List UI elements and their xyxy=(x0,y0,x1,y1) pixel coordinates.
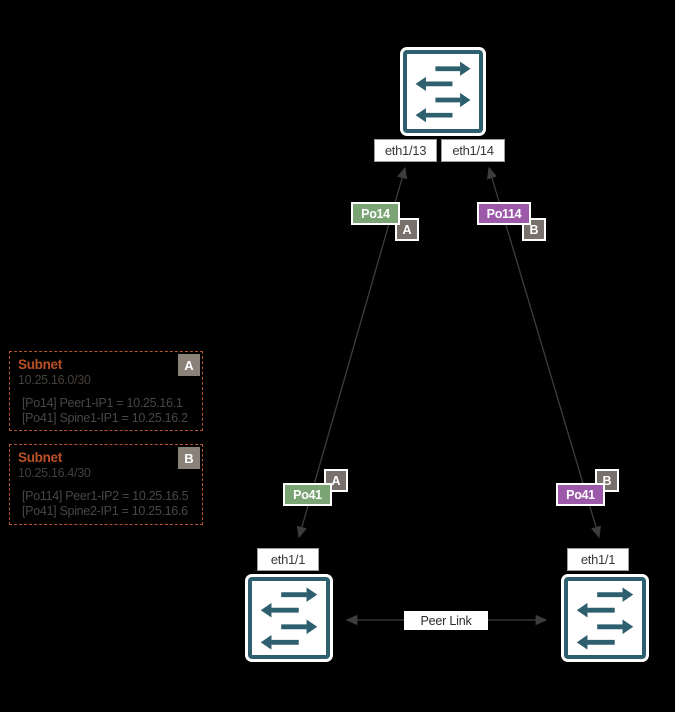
subnet-entry: [Po114] Peer1-IP2 = 10.25.16.5 xyxy=(22,489,189,503)
po41-right-badge: Po41 xyxy=(556,483,605,506)
subnet-entries: [Po14] Peer1-IP1 = 10.25.16.1 [Po41] Spi… xyxy=(18,396,194,426)
po14-badge: Po14 xyxy=(351,202,400,225)
port-label-eth1-14: eth1/14 xyxy=(441,139,505,162)
port-label-eth1-1-left: eth1/1 xyxy=(257,548,319,571)
spine-switch-icon xyxy=(400,47,486,136)
subnet-entry: [Po41] Spine2-IP1 = 10.25.16.6 xyxy=(22,504,188,518)
peer-link-label: Peer Link xyxy=(404,611,488,630)
subnet-box-a: A Subnet 10.25.16.0/30 [Po14] Peer1-IP1 … xyxy=(9,351,203,431)
uplink-line-a xyxy=(296,166,408,539)
subnet-title: Subnet xyxy=(18,357,62,372)
subnet-entry: [Po14] Peer1-IP1 = 10.25.16.1 xyxy=(22,396,183,410)
subnet-title: Subnet xyxy=(18,450,62,465)
subnet-entries: [Po114] Peer1-IP2 = 10.25.16.5 [Po41] Sp… xyxy=(18,489,194,519)
peer-switch-right-icon xyxy=(561,574,649,662)
subnet-box-b: B Subnet 10.25.16.4/30 [Po114] Peer1-IP2… xyxy=(9,444,203,525)
subnet-cidr: 10.25.16.0/30 xyxy=(18,373,91,387)
uplink-line-b xyxy=(486,166,602,539)
po41-left-badge: Po41 xyxy=(283,483,332,506)
port-label-eth1-1-right: eth1/1 xyxy=(567,548,629,571)
peer-switch-left-icon xyxy=(245,574,333,662)
switch-icon xyxy=(564,577,646,659)
port-label-eth1-13: eth1/13 xyxy=(374,139,437,162)
subnet-a-badge: A xyxy=(178,354,200,376)
subnet-b-badge: B xyxy=(178,447,200,469)
switch-icon xyxy=(248,577,330,659)
subnet-cidr: 10.25.16.4/30 xyxy=(18,466,91,480)
po114-badge: Po114 xyxy=(477,202,531,225)
switch-icon xyxy=(403,50,483,133)
subnet-entry: [Po41] Spine1-IP1 = 10.25.16.2 xyxy=(22,411,188,425)
